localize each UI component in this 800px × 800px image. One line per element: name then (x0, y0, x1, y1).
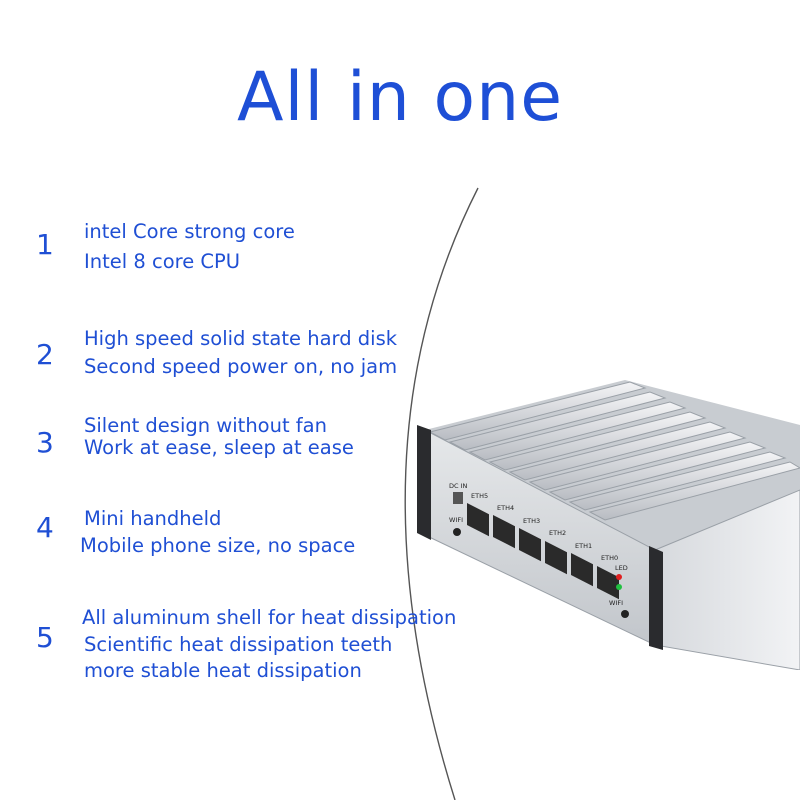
wifi-label-right: WIFI (609, 599, 623, 607)
port-label-eth1: ETH1 (575, 542, 592, 550)
led-red-icon (616, 574, 622, 580)
ethernet-ports (467, 503, 619, 600)
mini-pc-illustration: ETH5 ETH4 ETH3 ETH2 ETH1 ETH0 DC IN WIFI… (417, 380, 800, 670)
feature-5-line-1: All aluminum shell for heat dissipation (82, 606, 457, 629)
wifi-label-left: WIFI (449, 516, 463, 524)
feature-3-line-1: Silent design without fan (84, 414, 327, 437)
feature-number-3: 3 (36, 426, 54, 459)
feature-4-line-2: Mobile phone size, no space (80, 534, 356, 557)
feature-1-line-2: Intel 8 core CPU (84, 250, 241, 273)
feature-number-4: 4 (36, 511, 54, 544)
feature-5-line-3: more stable heat dissipation (84, 659, 362, 682)
feature-number-2: 2 (36, 338, 54, 371)
feature-3-line-2: Work at ease, sleep at ease (84, 436, 354, 459)
heatsink-fins (428, 381, 800, 521)
feature-2-line-2: Second speed power on, no jam (84, 355, 398, 378)
port-label-eth5: ETH5 (471, 492, 488, 500)
led-green-icon (616, 584, 622, 590)
feature-5-line-2: Scientific heat dissipation teeth (84, 633, 393, 656)
port-label-eth2: ETH2 (549, 529, 566, 537)
wifi-antenna-port-left (453, 528, 461, 536)
feature-1-line-1: intel Core strong core (84, 220, 295, 243)
port-label-eth4: ETH4 (497, 504, 514, 512)
port-label-eth3: ETH3 (523, 517, 540, 525)
dc-in-connector (453, 492, 463, 504)
dc-in-label: DC IN (449, 482, 468, 490)
feature-number-5: 5 (36, 621, 54, 654)
feature-4-line-1: Mini handheld (84, 507, 222, 530)
led-label: LED (615, 564, 628, 572)
wifi-antenna-port-right (621, 610, 629, 618)
port-label-eth0: ETH0 (601, 554, 618, 562)
feature-2-line-1: High speed solid state hard disk (84, 327, 398, 350)
page-title: All in one (236, 58, 564, 137)
feature-number-1: 1 (36, 228, 54, 261)
